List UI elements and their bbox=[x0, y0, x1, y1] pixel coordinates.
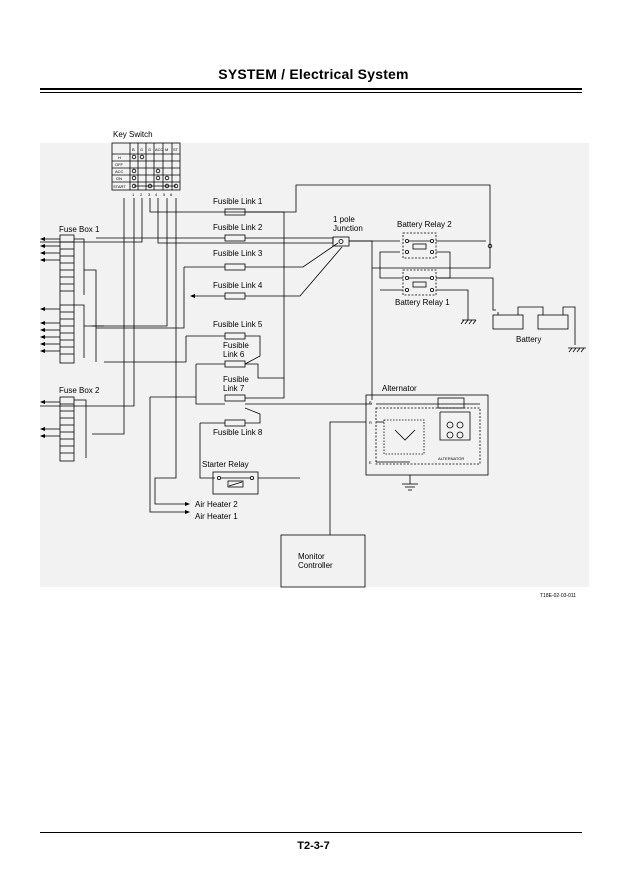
ks-row-acc: ACC bbox=[115, 169, 124, 174]
ks-row-start: START bbox=[113, 184, 126, 189]
battery-relay-2-label: Battery Relay 2 bbox=[397, 220, 452, 229]
alternator-terminal-b: B bbox=[369, 400, 372, 405]
ks-col-m: M bbox=[165, 147, 168, 152]
ks-terminal-5: 5 bbox=[163, 192, 166, 197]
fusible-link-6-label-2: Link 6 bbox=[223, 350, 245, 359]
alternator-terminal-e: E bbox=[369, 460, 372, 465]
battery-relay-1-label: Battery Relay 1 bbox=[395, 298, 450, 307]
alternator-to-monitor-wire bbox=[329, 421, 366, 535]
ks-col-b: B bbox=[132, 147, 135, 152]
fusible-link-6 bbox=[224, 360, 246, 368]
ks-terminal-3: 3 bbox=[148, 192, 151, 197]
junction-label-2: Junction bbox=[333, 224, 363, 233]
fuse-box-2 bbox=[40, 396, 87, 462]
air-heater-2-arrow bbox=[185, 502, 190, 506]
ks-row-on: ON bbox=[116, 176, 122, 181]
alternator-inner-label: ALTERNATOR bbox=[438, 456, 464, 461]
ks-terminal-4: 4 bbox=[155, 192, 158, 197]
header-rule-thin bbox=[40, 92, 582, 93]
fusible-link-7-label-2: Link 7 bbox=[223, 384, 245, 393]
footer-rule bbox=[212, 832, 582, 833]
diagram-background bbox=[40, 143, 589, 587]
ks-terminal-6: 6 bbox=[170, 192, 173, 197]
ks-col-g1: G bbox=[140, 147, 143, 152]
ks-row-h: H bbox=[118, 155, 121, 160]
air-heater-1-arrow bbox=[185, 510, 190, 514]
monitor-controller-label-1: Monitor bbox=[298, 552, 325, 561]
battery-relay-wires bbox=[372, 240, 496, 320]
ks-terminal-2: 2 bbox=[140, 192, 143, 197]
alternator: B R E ALTERNATOR bbox=[365, 394, 489, 476]
junction-to-alternator-wire bbox=[349, 240, 373, 400]
fusible-link-3 bbox=[224, 263, 246, 271]
fusible-link-7-label-1: Fusible bbox=[223, 375, 249, 384]
monitor-controller-box bbox=[280, 534, 366, 588]
ks-col-st: ST bbox=[173, 147, 179, 152]
fusible-link-3-label: Fusible Link 3 bbox=[213, 249, 263, 258]
fusible-link-6-label-1: Fusible bbox=[223, 341, 249, 350]
battery-relay-2 bbox=[402, 232, 437, 259]
fusible-link-7 bbox=[224, 394, 246, 402]
fusible-link-8-label: Fusible Link 8 bbox=[213, 428, 263, 437]
alternator-label: Alternator bbox=[382, 384, 417, 393]
page-number: T2-3-7 bbox=[297, 840, 330, 852]
fuse-box-1-label: Fuse Box 1 bbox=[59, 225, 100, 234]
fusible-link-2-label: Fusible Link 2 bbox=[213, 223, 263, 232]
fusible-link-wires bbox=[96, 211, 372, 513]
figure-id: T18E-02-03-011 bbox=[540, 593, 577, 599]
fusible-link-5 bbox=[224, 332, 246, 340]
ground-symbol bbox=[460, 319, 477, 325]
fuse-box-1 bbox=[40, 234, 104, 364]
fuse-box-2-label: Fuse Box 2 bbox=[59, 386, 100, 395]
junction-label-1: 1 pole bbox=[333, 215, 355, 224]
alternator-terminal-r: R bbox=[369, 420, 372, 425]
fusible-link-1-label: Fusible Link 1 bbox=[213, 197, 263, 206]
junction-box bbox=[332, 236, 350, 247]
fusible-link-4 bbox=[224, 292, 246, 300]
key-switch-wires bbox=[40, 184, 491, 505]
fusible-link-4-label: Fusible Link 4 bbox=[213, 281, 263, 290]
fusible-link-2 bbox=[224, 234, 246, 242]
monitor-controller-label-2: Controller bbox=[298, 561, 333, 570]
fusible-link-8 bbox=[224, 419, 246, 427]
key-switch-label: Key Switch bbox=[113, 130, 153, 139]
air-heater-1-label: Air Heater 1 bbox=[195, 512, 238, 521]
key-switch-table: B G G ACC M ST H OFF ACC ON START 1 2 3 … bbox=[111, 142, 181, 197]
air-heater-2-label: Air Heater 2 bbox=[195, 500, 238, 509]
starter-relay bbox=[212, 471, 259, 495]
battery-label: Battery bbox=[516, 335, 541, 344]
footer-rule bbox=[40, 832, 212, 833]
ks-col-acc: ACC bbox=[155, 147, 164, 152]
ground-symbol bbox=[402, 483, 418, 491]
ground-symbol bbox=[568, 347, 586, 353]
ks-terminal-1: 1 bbox=[132, 192, 135, 197]
page-title: SYSTEM / Electrical System bbox=[218, 66, 409, 82]
starter-relay-label: Starter Relay bbox=[202, 460, 249, 469]
battery-relay-1 bbox=[402, 269, 437, 296]
header-rule-thick bbox=[40, 88, 582, 90]
ks-col-g2: G bbox=[148, 147, 151, 152]
battery bbox=[492, 306, 576, 345]
fusible-link-5-label: Fusible Link 5 bbox=[213, 320, 263, 329]
ks-row-off: OFF bbox=[115, 162, 124, 167]
